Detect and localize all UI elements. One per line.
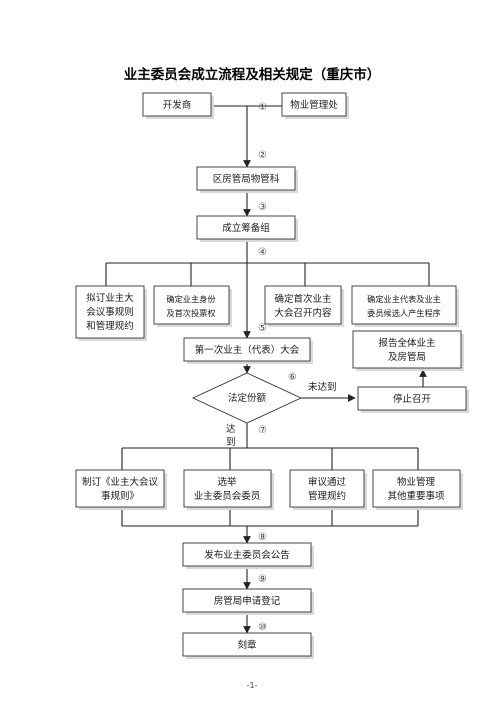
node-report-all: 报告全体业主 及房管局	[352, 330, 464, 371]
node-confirm-identity-line2: 及首次投票权	[166, 308, 215, 318]
node-district-bureau-label: 区房管局物管科	[213, 173, 280, 185]
node-confirm-rep-procedure-line1: 确定业主代表及业主	[367, 294, 441, 304]
node-draft-rules-line3: 和管理规约	[86, 320, 134, 332]
step-number-7: ⑦	[258, 425, 267, 436]
node-confirm-identity: 确定业主身份 及首次投票权	[153, 285, 232, 327]
step-number-6: ⑥	[288, 372, 297, 383]
node-district-bureau: 区房管局物管科	[196, 166, 298, 193]
node-make-rules: 制订《业主大会议 事规则》	[75, 469, 167, 510]
node-stop-meeting: 停止召开	[357, 386, 469, 413]
node-seal-label: 刻章	[237, 639, 257, 651]
node-announce-label: 发布业主委员会公告	[204, 549, 290, 561]
node-approve: 审议通过 管理规约	[289, 469, 367, 510]
node-approve-line1: 审议通过	[308, 476, 347, 488]
node-first-meeting: 第一次业主（代表）大会	[183, 337, 313, 364]
node-confirm-first-meeting: 确定首次业主 大会召开内容	[264, 285, 344, 327]
step-number-1: ①	[258, 102, 267, 113]
node-elect: 选举 业主委员会委员	[183, 469, 274, 510]
node-announce: 发布业主委员会公告	[182, 542, 314, 569]
step-number-4: ④	[258, 247, 267, 258]
node-register: 房管局申请登记	[182, 588, 314, 615]
label-reached-1: 达	[226, 423, 236, 435]
step-number-8: ⑧	[258, 532, 267, 543]
node-stop-meeting-label: 停止召开	[393, 393, 432, 405]
node-elect-line2: 业主委员会委员	[194, 490, 261, 502]
node-first-meeting-label: 第一次业主（代表）大会	[195, 344, 300, 356]
node-confirm-first-meeting-line1: 确定首次业主	[274, 293, 331, 305]
node-property-matters: 物业管理 其他重要事项	[372, 469, 463, 510]
node-prep-group: 成立筹备组	[196, 215, 298, 242]
node-confirm-first-meeting-line2: 大会召开内容	[274, 307, 332, 319]
page-number: -1-	[247, 681, 258, 690]
node-developer: 开发商	[142, 92, 214, 119]
node-draft-rules: 拟订业主大 会议事规则 和管理规约	[75, 285, 147, 341]
node-quorum-label: 法定份额	[228, 392, 267, 404]
node-property-matters-line1: 物业管理	[397, 476, 436, 488]
node-make-rules-line2: 事规则》	[101, 490, 139, 502]
node-property-mgmt-label: 物业管理处	[290, 99, 338, 111]
page-title: 业主委员会成立流程及相关规定（重庆市）	[124, 66, 381, 83]
node-confirm-identity-line1: 确定业主身份	[166, 294, 215, 304]
label-not-reached: 未达到	[308, 381, 337, 393]
node-draft-rules-line1: 拟订业主大	[86, 292, 134, 304]
node-draft-rules-line2: 会议事规则	[86, 306, 134, 318]
node-make-rules-line1: 制订《业主大会议	[82, 476, 159, 488]
node-property-matters-line2: 其他重要事项	[387, 490, 445, 502]
step-number-10: ⑩	[258, 622, 267, 633]
node-prep-group-label: 成立筹备组	[222, 222, 270, 234]
step-number-5: ⑤	[258, 323, 267, 334]
node-elect-line1: 选举	[217, 476, 237, 488]
step-number-2: ②	[258, 150, 267, 161]
node-approve-line2: 管理规约	[308, 490, 346, 502]
step-number-9: ⑨	[258, 574, 267, 585]
node-report-all-line1: 报告全体业主	[378, 337, 435, 349]
node-developer-label: 开发商	[163, 99, 192, 111]
label-reached-2: 到	[226, 436, 236, 448]
node-report-all-line2: 及房管局	[388, 351, 426, 363]
step-number-3: ③	[258, 202, 267, 213]
node-seal: 刻章	[182, 632, 314, 659]
node-property-mgmt: 物业管理处	[281, 92, 349, 119]
node-quorum-decision: 法定份额	[191, 372, 303, 424]
connectors	[105, 105, 430, 634]
node-register-label: 房管局申请登记	[214, 595, 281, 607]
node-confirm-rep-procedure-line2: 委员候选人产生程序	[367, 308, 441, 318]
node-confirm-rep-procedure: 确定业主代表及业主 委员候选人产生程序	[351, 285, 459, 327]
